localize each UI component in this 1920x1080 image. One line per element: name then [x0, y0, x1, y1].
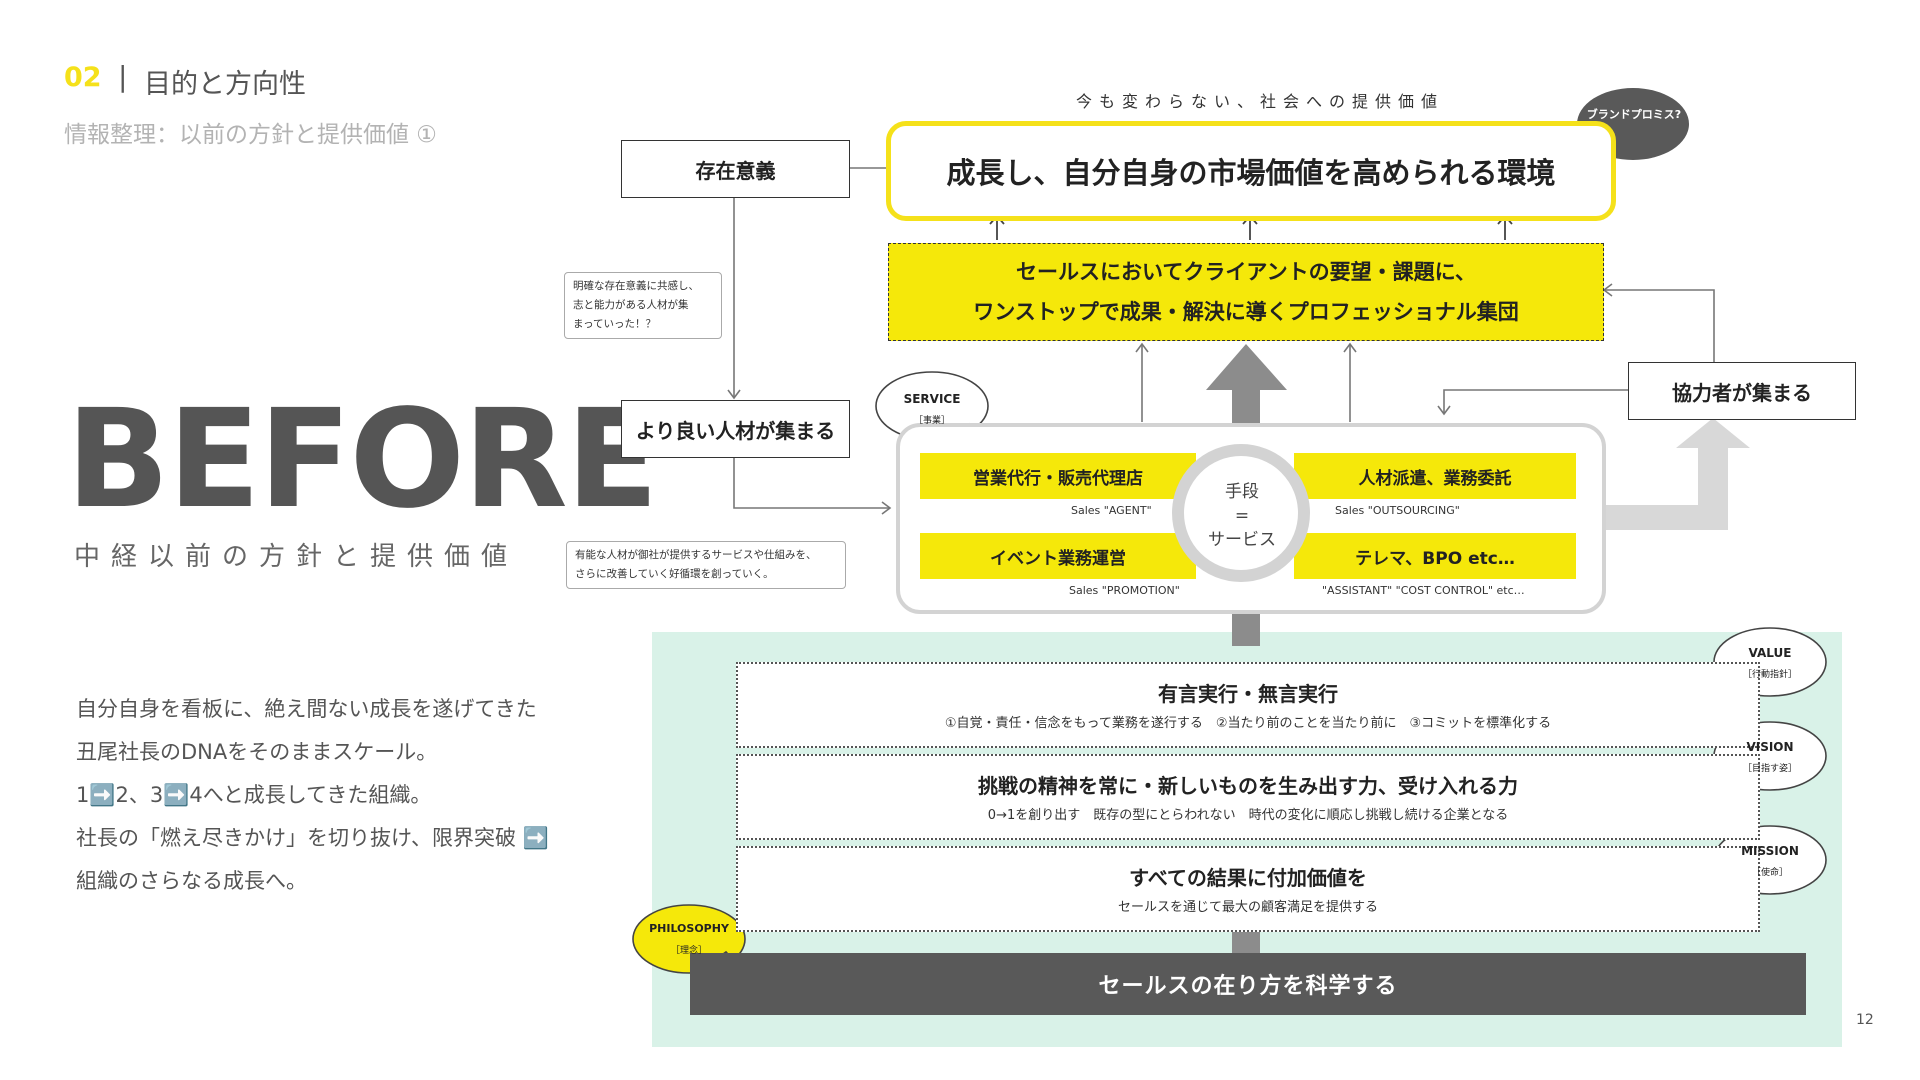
note-line: 有能な人材が御社が提供するサービスや仕組みを、	[575, 549, 817, 561]
service-bubble-title: SERVICE	[903, 392, 961, 406]
service-bubble-sub: ［事業］	[913, 416, 950, 426]
service-outsourcing-en: Sales "OUTSOURCING"	[1335, 504, 1460, 517]
pro-group-line: ワンストップで成果・解決に導くプロフェッショナル集団	[973, 300, 1519, 324]
note-line: 志と能力がある人材が集	[573, 299, 689, 311]
mission-title: すべての結果に付加価値を	[1129, 866, 1367, 890]
talent-box: より良い人材が集まる	[621, 400, 850, 458]
note-line: 明確な存在意義に共感し、	[573, 280, 699, 292]
means-label: 手段 = サービス	[1192, 480, 1292, 552]
main-value-box: 成長し、自分自身の市場価値を高められる環境	[886, 121, 1616, 221]
note-top: 明確な存在意義に共感し、 志と能力がある人材が集 まっていった！？	[564, 272, 722, 339]
service-bpo: テレマ、BPO etc…	[1294, 533, 1576, 579]
title-separator: |	[118, 60, 128, 93]
value-title: 有言実行・無言実行	[1158, 682, 1338, 706]
before-heading: BEFORE	[66, 381, 659, 539]
brand-promise-bubble: ブランドプロミス?	[1586, 108, 1682, 121]
body-line: 社長の「燃え尽きかけ」を切り抜け、限界突破 ➡️	[76, 826, 549, 850]
body-line: 丑尾社長のDNAをそのままスケール。	[76, 740, 438, 764]
mission-bubble-sub: ［使命］	[1751, 868, 1788, 878]
page-title: 目的と方向性	[144, 69, 306, 100]
value-row: 有言実行・無言実行 ①自覚・責任・信念をもって業務を遂行する ②当たり前のことを…	[736, 662, 1760, 748]
philosophy-bubble-sub: ［理念］	[670, 946, 707, 956]
note-line: さらに改善していく好循環を創っていく。	[575, 568, 774, 580]
means-line: サービス	[1208, 530, 1276, 550]
mission-row: すべての結果に付加価値を セールスを通じて最大の顧客満足を提供する	[736, 846, 1760, 932]
note-line: まっていった！？	[573, 318, 657, 330]
service-agent: 営業代行・販売代理店	[920, 453, 1196, 499]
bottom-arrow-stem	[1232, 928, 1260, 954]
body-line: 1➡️2、3➡️4へと成長してきた組織。	[76, 783, 432, 807]
vision-row: 挑戦の精神を常に・新しいものを生み出す力、受け入れる力 0→1を創り出す 既存の…	[736, 754, 1760, 840]
service-agent-en: Sales "AGENT"	[1071, 504, 1152, 517]
means-line: 手段	[1225, 482, 1259, 502]
service-outsourcing: 人材派遣、業務委託	[1294, 453, 1576, 499]
vision-bubble-title: VISION	[1746, 740, 1794, 754]
page-number: 12	[1856, 1012, 1874, 1028]
professional-group-box: セールスにおいてクライアントの要望・課題に、 ワンストップで成果・解決に導くプロ…	[888, 243, 1604, 341]
mission-desc: セールスを通じて最大の顧客満足を提供する	[1117, 900, 1378, 915]
vision-title: 挑戦の精神を常に・新しいものを生み出す力、受け入れる力	[978, 774, 1518, 798]
partners-box: 協力者が集まる	[1628, 362, 1856, 420]
vision-desc: 0→1を創り出す 既存の型にとらわれない 時代の変化に順応し挑戦し続ける企業とな…	[987, 808, 1509, 823]
existence-box: 存在意義	[621, 140, 850, 198]
value-desc: ①自覚・責任・信念をもって業務を遂行する ②当たり前のことを当たり前に ③コミッ…	[944, 716, 1552, 731]
mission-bubble-title: MISSION	[1741, 844, 1799, 858]
service-promotion-en: Sales "PROMOTION"	[1069, 584, 1180, 597]
pro-group-line: セールスにおいてクライアントの要望・課題に、	[1016, 260, 1476, 284]
value-bubble-sub: ［行動指針］	[1742, 670, 1797, 680]
section-number: 02	[64, 62, 102, 93]
philosophy-bar: セールスの在り方を科学する	[690, 953, 1806, 1015]
value-bubble-title: VALUE	[1748, 646, 1792, 660]
philosophy-bubble-title: PHILOSOPHY	[649, 922, 729, 935]
note-bottom: 有能な人材が御社が提供するサービスや仕組みを、 さらに改善していく好循環を創って…	[566, 541, 846, 589]
body-line: 組織のさらなる成長へ。	[76, 869, 307, 893]
top-caption: 今も変わらない、社会への提供価値	[1075, 92, 1444, 111]
means-line: =	[1234, 506, 1250, 526]
partners-up-arrow	[1600, 418, 1750, 530]
body-text: 自分自身を看板に、絶え間ない成長を遂げてきた 丑尾社長のDNAをそのままスケール…	[76, 688, 549, 903]
body-line: 自分自身を看板に、絶え間ない成長を遂げてきた	[76, 697, 537, 721]
before-subheading: 中経以前の方針と提供価値	[74, 542, 519, 572]
vision-bubble-sub: ［目指す姿］	[1742, 764, 1797, 774]
service-bpo-en: "ASSISTANT" "COST CONTROL" etc…	[1322, 584, 1525, 597]
page-subtitle: 情報整理：以前の方針と提供価値 ①	[64, 122, 437, 148]
service-promotion: イベント業務運営	[920, 533, 1196, 579]
